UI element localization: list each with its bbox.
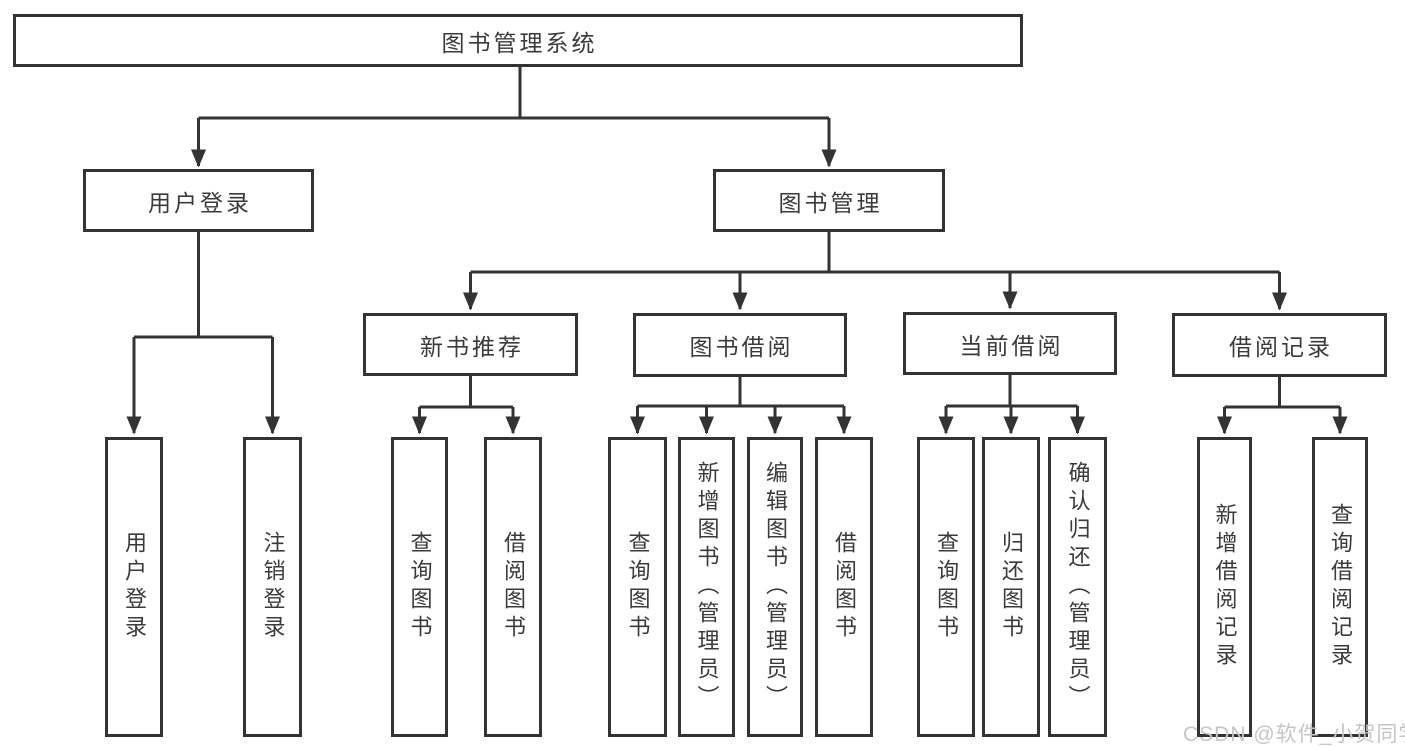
node-user-login: 用户登录 <box>83 169 314 232</box>
connector-book-borrow-to-leaves <box>630 377 852 435</box>
connector-root-to-level2 <box>191 66 837 168</box>
node-current-borrow: 当前借阅 <box>903 312 1117 375</box>
leaf-return-books: 归还图书 <box>982 437 1040 737</box>
connector-new-book-to-leaves <box>412 376 521 435</box>
leaf-query-books-current: 查询图书 <box>917 437 975 737</box>
node-book-borrow: 图书借阅 <box>633 313 847 377</box>
leaf-query-borrow-record: 查询借阅记录 <box>1312 437 1368 737</box>
leaf-confirm-return-admin: 确认归还（管理员） <box>1048 437 1107 737</box>
leaf-user-login: 用户登录 <box>105 437 163 737</box>
leaf-borrow-books: 借阅图书 <box>815 437 873 737</box>
connector-borrow-record-to-leaves <box>1217 377 1348 435</box>
leaf-borrow-books-recommend: 借阅图书 <box>484 437 542 737</box>
node-book-management: 图书管理 <box>713 169 945 232</box>
node-borrow-records: 借阅记录 <box>1172 313 1387 377</box>
node-new-book-recommend: 新书推荐 <box>363 313 578 376</box>
connector-user-login-to-leaves <box>126 232 280 435</box>
leaf-add-books-admin: 新增图书（管理员） <box>678 437 735 737</box>
leaf-add-borrow-record: 新增借阅记录 <box>1197 437 1252 737</box>
leaf-edit-books-admin: 编辑图书（管理员） <box>747 437 803 737</box>
connector-book-management-to-level3 <box>463 232 1287 311</box>
leaf-query-books-recommend: 查询图书 <box>391 437 448 737</box>
watermark: CSDN @软件_小贺同学 <box>1183 723 1405 746</box>
connector-current-borrow-to-leaves <box>938 375 1085 435</box>
leaf-logout: 注销登录 <box>243 437 302 737</box>
node-root: 图书管理系统 <box>13 14 1023 67</box>
leaf-query-books-borrow: 查询图书 <box>608 437 667 737</box>
